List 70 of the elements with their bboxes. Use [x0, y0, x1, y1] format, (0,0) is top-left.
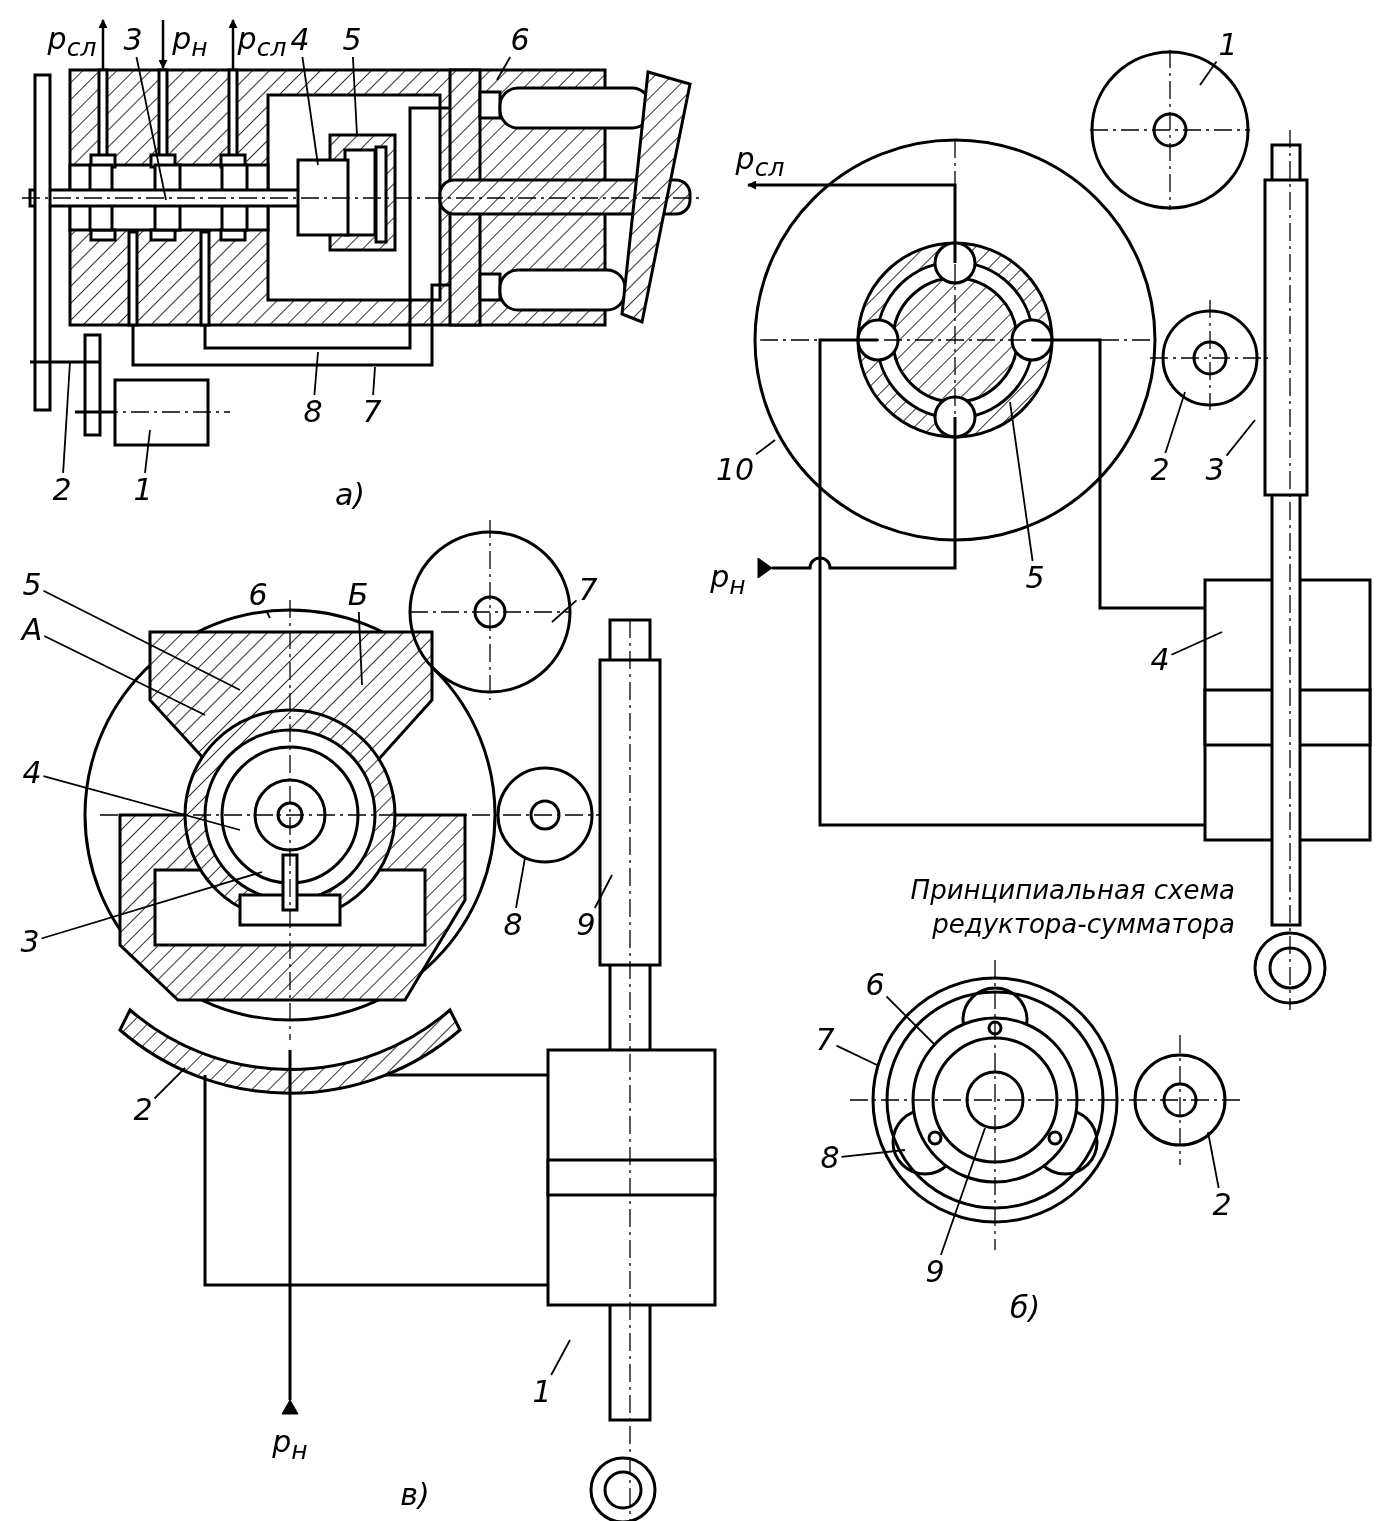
leader-line: [266, 611, 271, 619]
figure-caption: а): [334, 480, 366, 510]
leader-line: [42, 589, 241, 691]
callout-number: 8: [820, 1143, 840, 1173]
callout-number: 9: [576, 910, 596, 940]
callout-number: 6: [248, 580, 268, 610]
pressure-label: p$_{сл}$: [237, 24, 287, 60]
callout-number: 5: [22, 570, 42, 600]
callout-number: 4: [290, 25, 310, 55]
leader-line: [62, 361, 71, 474]
callout-number: 3: [20, 927, 40, 957]
leader-line: [372, 366, 376, 396]
leader-line: [153, 1067, 186, 1100]
callout-number: 5: [342, 25, 362, 55]
leader-line: [40, 871, 263, 940]
callout-number: 2: [1150, 455, 1170, 485]
leader-line: [1225, 419, 1256, 457]
callout-number: 3: [1205, 455, 1225, 485]
leader-line: [43, 635, 206, 716]
callout-number: 1: [532, 1377, 552, 1407]
callout-number: 7: [362, 397, 382, 427]
leader-line: [313, 351, 319, 396]
leader-line: [755, 439, 776, 456]
leader-line: [1199, 60, 1218, 86]
leader-line: [885, 995, 936, 1046]
leader-line: [515, 857, 526, 909]
callout-number: 7: [815, 1025, 835, 1055]
leader-line: [550, 1339, 571, 1376]
pressure-label: p$_{сл}$: [47, 24, 97, 60]
leader-line: [496, 56, 512, 81]
leader-line: [144, 429, 151, 474]
leader-line: [840, 1149, 906, 1158]
leader-line: [1164, 391, 1186, 454]
callout-number: 5: [1025, 563, 1045, 593]
callout-number: Б: [347, 580, 369, 610]
callout-number: 6: [865, 970, 885, 1000]
leader-line: [357, 611, 363, 686]
callout-number: A: [21, 615, 43, 645]
title: Принципиальная схема редуктора-сумматора: [909, 874, 1235, 941]
leader-line: [301, 56, 319, 166]
figure-caption: б): [1009, 1293, 1041, 1323]
callout-number: 9: [925, 1257, 945, 1287]
callout-number: 2: [1212, 1190, 1232, 1220]
pressure-label: p$_{н}$: [272, 1427, 308, 1463]
leader-line: [42, 775, 241, 831]
leader-line: [940, 1127, 986, 1256]
callout-number: 4: [1150, 645, 1170, 675]
leader-line: [551, 599, 578, 623]
callout-number: 3: [123, 25, 143, 55]
pressure-label: p$_{н}$: [710, 562, 746, 598]
leader-line: [593, 874, 613, 909]
leader-line: [352, 56, 358, 136]
callout-number: 1: [1218, 30, 1238, 60]
pressure-label: p$_{сл}$: [735, 144, 785, 180]
callout-number: 8: [303, 397, 323, 427]
callout-number: 8: [503, 910, 523, 940]
callout-number: 10: [715, 455, 755, 485]
callout-number: 2: [52, 475, 72, 505]
leader-line: [1009, 401, 1034, 562]
callout-number: 1: [133, 475, 153, 505]
leader-line: [1170, 631, 1223, 656]
callout-number: 2: [133, 1095, 153, 1125]
leader-line: [1207, 1131, 1220, 1189]
figure-caption: в): [400, 1480, 430, 1510]
leader-line: [135, 56, 167, 201]
callout-number: 7: [578, 575, 598, 605]
leader-line: [835, 1044, 878, 1066]
callout-number: 6: [510, 25, 530, 55]
callout-number: 4: [22, 758, 42, 788]
pressure-label: p$_{н}$: [172, 24, 208, 60]
